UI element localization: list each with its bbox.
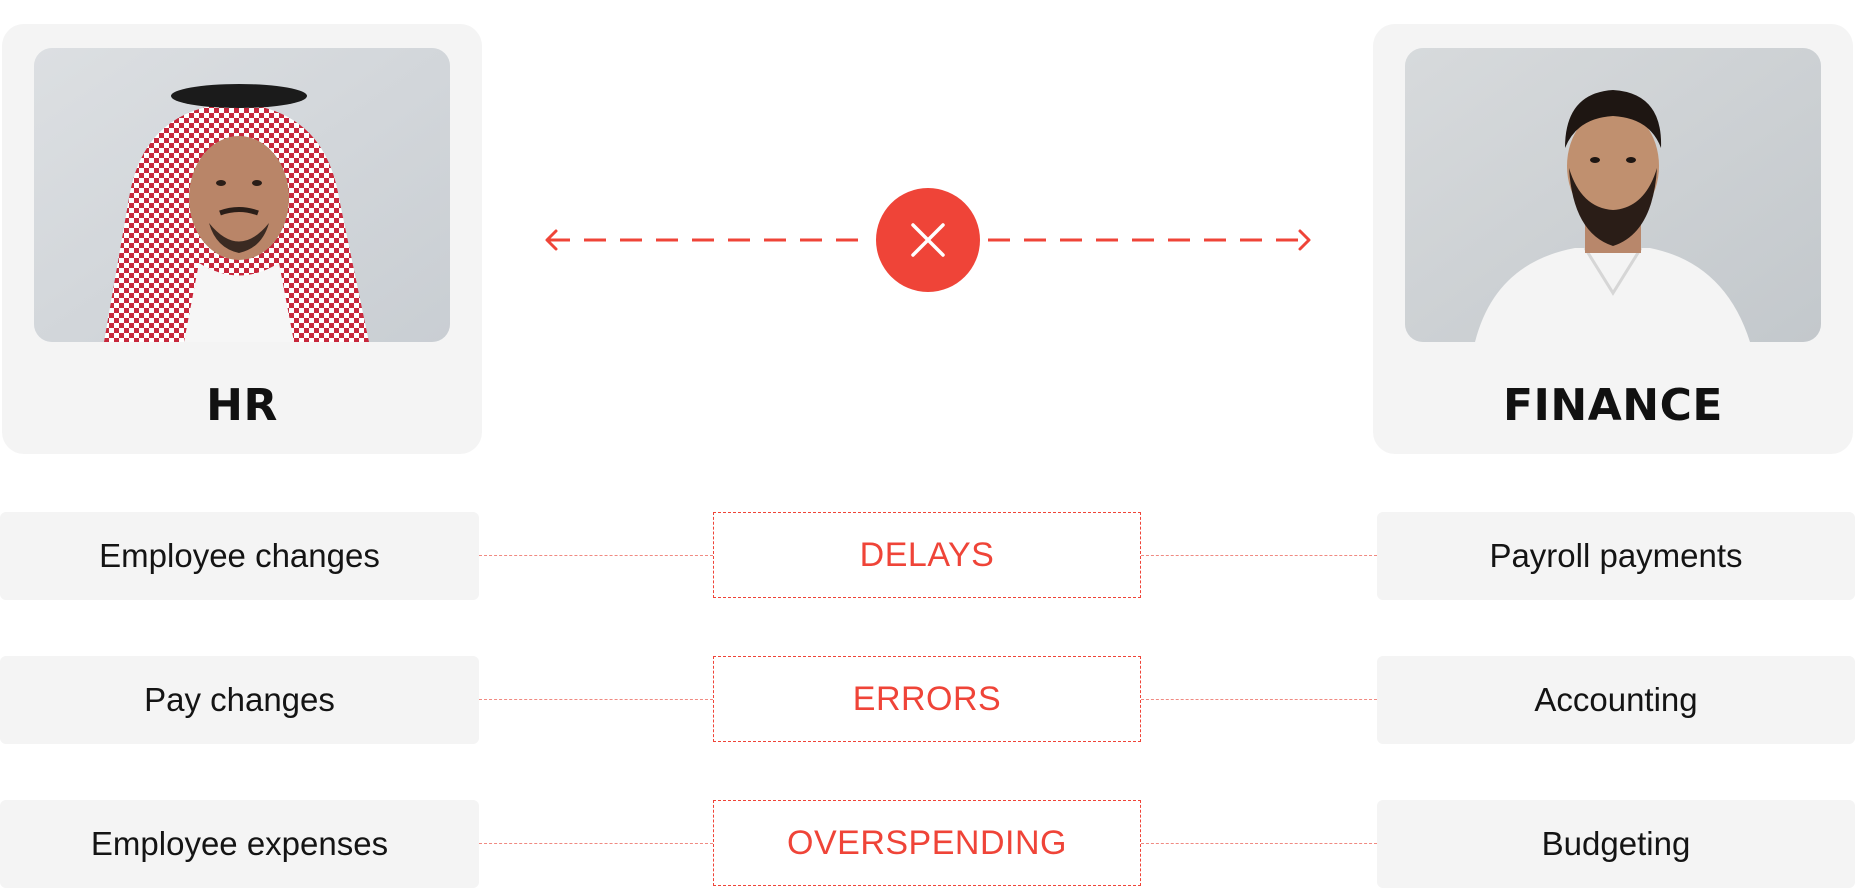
connector-line [1141,843,1377,844]
problem-overspending: OVERSPENDING [713,800,1141,886]
arrow-head-right-icon [1298,229,1311,251]
hr-item-pay-changes: Pay changes [0,656,479,744]
finance-person-photo [1405,48,1821,342]
problem-delays: DELAYS [713,512,1141,598]
connector-line [479,555,713,556]
hr-person-photo [34,48,450,342]
finance-item-payroll-payments: Payroll payments [1377,512,1855,600]
hr-item-employee-changes: Employee changes [0,512,479,600]
hr-item-employee-expenses: Employee expenses [0,800,479,888]
finance-title: FINANCE [1503,380,1723,431]
problem-errors: ERRORS [713,656,1141,742]
finance-item-accounting: Accounting [1377,656,1855,744]
arrow-head-left-icon [545,229,558,251]
hr-card: HR [2,24,482,454]
connector-line [1141,699,1377,700]
finance-item-budgeting: Budgeting [1377,800,1855,888]
close-icon [876,188,980,292]
connector-line [479,699,713,700]
connector-line [1141,555,1377,556]
hr-title: HR [206,380,278,431]
finance-card: FINANCE [1373,24,1853,454]
connector-line [479,843,713,844]
